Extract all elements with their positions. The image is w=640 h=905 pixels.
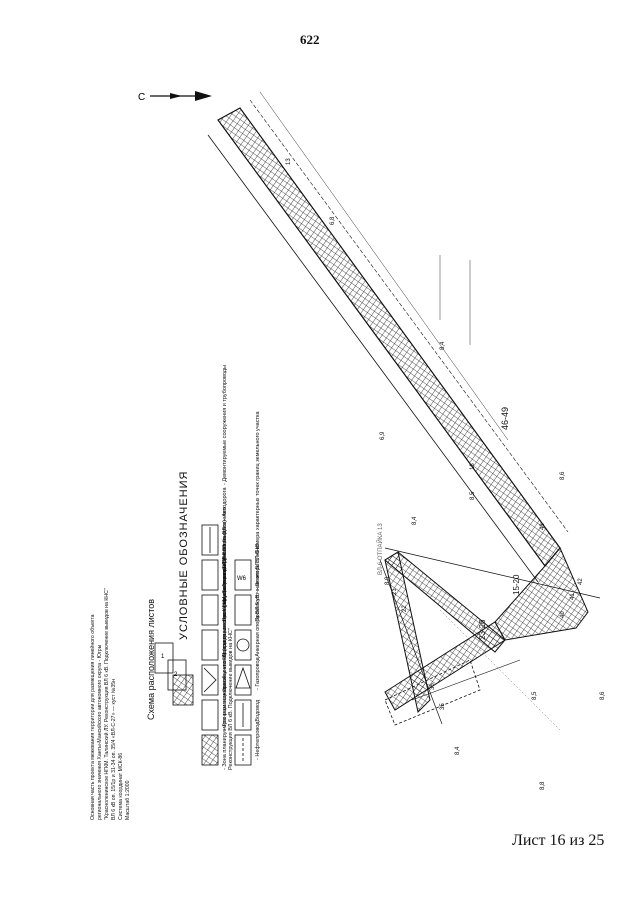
- elevation-label: 6,9: [380, 431, 386, 440]
- legend-item-w6: - Линия ВЛ 6 кВ: [255, 549, 261, 590]
- scheme-cell-1: 1: [161, 654, 165, 660]
- header-note-line: Масштаб 1:2000: [125, 780, 131, 820]
- faint-label: ВЛ-6 ОТПАЙКА 13: [378, 523, 384, 575]
- header-note: Основная часть проекта межевания террито…: [90, 500, 132, 820]
- header-note-line: "Красноленинское НГКМ. Талинский ЛУ. Рек…: [104, 588, 110, 820]
- point-label: 46-49: [500, 406, 510, 430]
- header-note-line: Система координат МСК-86: [118, 752, 124, 820]
- point-label: 41: [570, 593, 576, 600]
- legend-w6-symbol: W6: [237, 576, 247, 582]
- header-note-line: регионального значения Ханты-Мансийского…: [97, 644, 103, 820]
- legend-item-gas: - Газопровод: [255, 657, 261, 690]
- corridor-main: [207, 91, 569, 583]
- elevation-label: 8,9: [385, 576, 391, 585]
- legend-item-oil-pipeline: - Нефтепровод: [255, 721, 261, 760]
- legend-item-water: - Водовод: [255, 699, 261, 725]
- north-label: С: [138, 92, 145, 103]
- scheme-cell-2: 2: [174, 672, 178, 678]
- north-arrow: [150, 91, 212, 101]
- bottom-features: [384, 255, 561, 731]
- elevation-label: 8,5: [532, 691, 538, 700]
- point-label: 40: [560, 611, 566, 618]
- elevation-label: 6,8: [330, 216, 336, 225]
- point-label: 15-20: [512, 574, 521, 595]
- elevation-label: 8,6: [600, 691, 606, 700]
- sheet-scheme: [154, 642, 194, 706]
- corridor-branch: [379, 547, 601, 725]
- elevation-label: 8,4: [455, 746, 461, 755]
- elevation-label: 8,4: [412, 516, 418, 525]
- elevation-label: 8,8: [540, 781, 546, 790]
- point-label: 23-26: [478, 619, 487, 640]
- legend-item-road: - Автодорога: [222, 487, 228, 520]
- elevation-label: 8,4: [440, 341, 446, 350]
- header-note-line: Основная часть проекта межевания террито…: [90, 614, 96, 820]
- point-label: 35: [440, 703, 446, 710]
- elevation-label: 8,5: [470, 491, 476, 500]
- point-label: 16: [470, 463, 476, 470]
- scheme-title: Схема расположения листов: [146, 598, 156, 720]
- legend-symbols: [201, 524, 252, 766]
- point-label: 13: [286, 158, 292, 165]
- point-label: 21: [392, 588, 398, 595]
- legend-item-demolished: - Демонтируемые сооружения и трубопровод…: [222, 365, 228, 485]
- header-note-line: ВЛ 6 кВ оп. 15/1р и 31-34 оп. 35/4 «ВЛ-С…: [111, 679, 117, 820]
- point-label: 22: [402, 605, 408, 612]
- legend-title: УСЛОВНЫЕ ОБОЗНАЧЕНИЯ: [178, 470, 190, 641]
- page-number: 622: [300, 32, 320, 47]
- legend-item-points: - Номера характерных точек границ земель…: [255, 411, 261, 555]
- legend-item-line: - Линия ВЛ: [222, 527, 228, 555]
- point-label: 43: [540, 523, 546, 530]
- sheet-label: Лист 16 из 25: [512, 832, 605, 849]
- elevation-label: 8,6: [560, 471, 566, 480]
- point-label: 42: [578, 578, 584, 585]
- point-label: 36: [430, 683, 436, 690]
